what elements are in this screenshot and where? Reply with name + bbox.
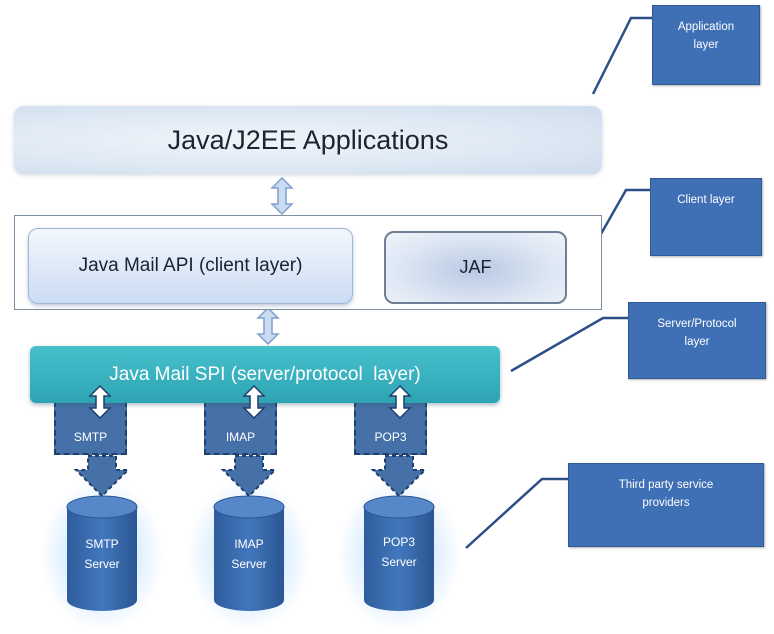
callout-server-protocol-layer: Server/Protocol layer	[628, 302, 766, 379]
server-label-imap-line2: Server	[231, 557, 267, 571]
callout-connector-server	[510, 316, 628, 373]
server-cylinder-pop3	[337, 479, 461, 631]
server-label-pop3-line2: Server	[381, 555, 417, 569]
java-mail-api-box: Java Mail API (client layer)	[28, 228, 353, 304]
protocol-box-imap: IMAP	[204, 401, 277, 455]
app-layer-box: Java/J2EE Applications	[14, 106, 602, 174]
jaf-label: JAF	[459, 257, 492, 277]
server-label-imap: IMAP Server	[214, 534, 284, 574]
callout-client-layer: Client layer	[650, 178, 762, 256]
callout-application-line2: layer	[693, 39, 719, 51]
jaf-box: JAF	[384, 231, 567, 304]
server-label-pop3-line1: POP3	[382, 535, 415, 549]
callout-third-party-line2: providers	[642, 497, 690, 509]
arrow-smtp-to-server	[73, 455, 131, 498]
server-cylinder-smtp	[40, 479, 164, 631]
callout-third-party-providers: Third party service providers	[568, 463, 764, 547]
callout-server-line2: layer	[684, 336, 710, 348]
java-mail-spi-label: Java Mail SPI (server/protocol layer)	[109, 363, 421, 385]
protocol-label-pop3: POP3	[374, 430, 407, 444]
server-label-pop3: POP3 Server	[364, 532, 434, 572]
callout-client-line1: Client layer	[677, 194, 735, 206]
callout-server-line1: Server/Protocol	[657, 318, 737, 330]
server-cylinder-imap	[187, 479, 311, 631]
protocol-label-imap: IMAP	[225, 430, 256, 444]
server-label-imap-line1: IMAP	[234, 537, 264, 551]
arrow-app-to-client	[270, 176, 294, 216]
protocol-box-pop3: POP3	[354, 401, 427, 455]
server-label-smtp: SMTP Server	[67, 534, 137, 574]
callout-application-line1: Application	[677, 21, 735, 33]
java-mail-spi-box: Java Mail SPI (server/protocol layer)	[30, 346, 500, 403]
arrow-pop3-to-server	[370, 455, 428, 498]
arrow-imap-to-server	[220, 455, 278, 498]
server-label-smtp-line2: Server	[84, 557, 120, 571]
java-mail-api-label: Java Mail API (client layer)	[78, 255, 303, 276]
callout-application-layer: Application layer	[652, 5, 760, 85]
arrow-client-to-spi	[256, 306, 280, 346]
app-layer-label: Java/J2EE Applications	[167, 124, 449, 155]
callout-third-party-line1: Third party service	[618, 479, 714, 491]
protocol-box-smtp: SMTP	[54, 401, 127, 455]
callout-connector-third-party	[465, 477, 568, 549]
protocol-label-smtp: SMTP	[73, 430, 108, 444]
server-label-smtp-line1: SMTP	[85, 537, 119, 551]
callout-connector-application	[591, 16, 652, 95]
